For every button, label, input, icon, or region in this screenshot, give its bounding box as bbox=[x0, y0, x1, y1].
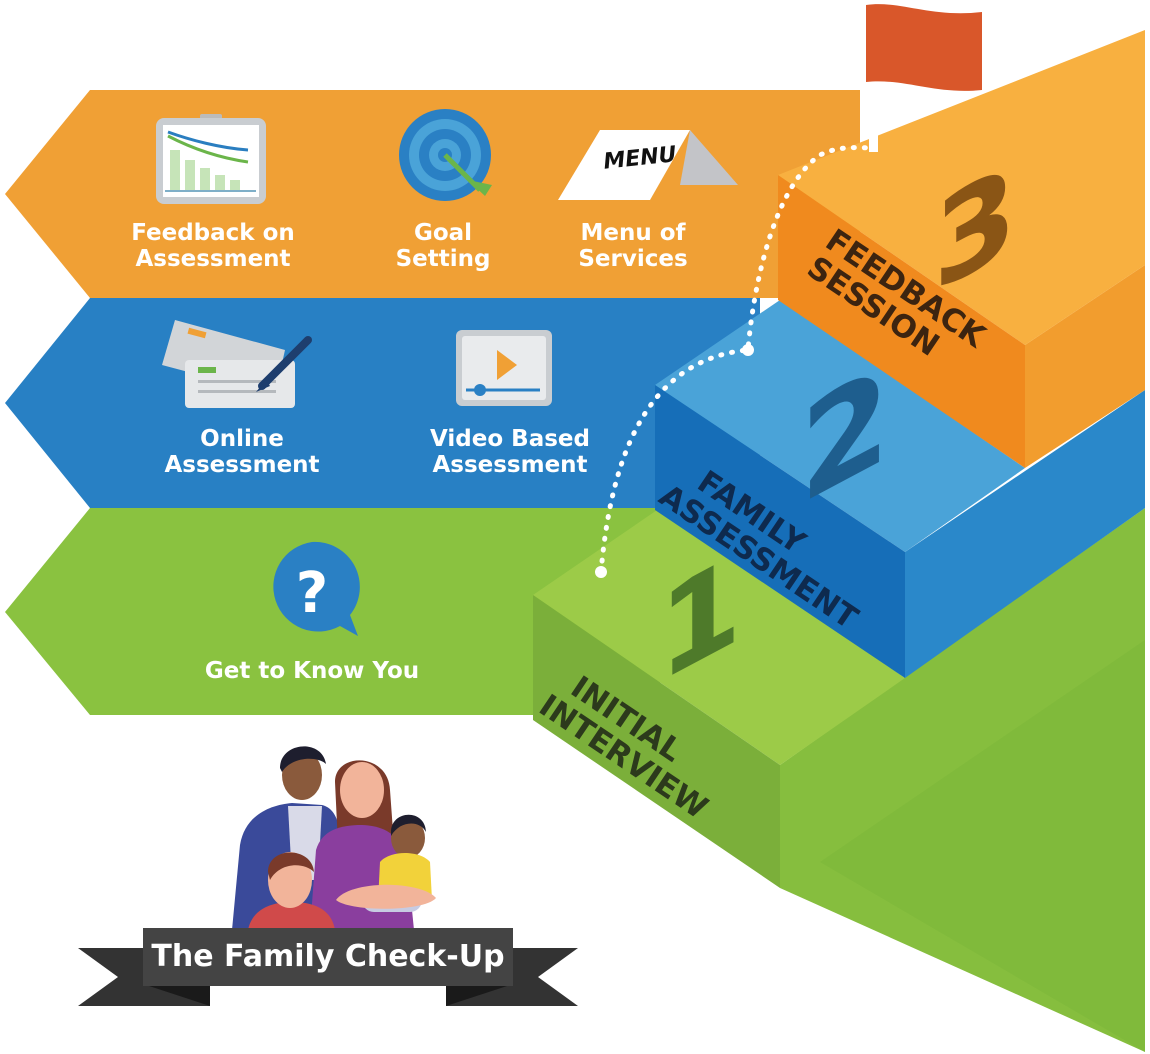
step-2-block-top bbox=[655, 300, 1025, 552]
title-banner bbox=[78, 928, 578, 1006]
step-3-block-side bbox=[1025, 265, 1145, 468]
step-1-block-front bbox=[533, 595, 780, 888]
step-1-block-shade bbox=[820, 640, 1145, 1052]
menu-of-services-label: Menu of Services bbox=[578, 220, 688, 272]
get-to-know-you-label: Get to Know You bbox=[204, 658, 420, 684]
online-assessment-label: Online Assessment bbox=[164, 426, 320, 478]
step-3-block-front bbox=[778, 175, 1025, 468]
svg-text:?: ? bbox=[296, 561, 328, 626]
dotted-progress-path bbox=[598, 145, 876, 575]
step-2-block-side bbox=[905, 390, 1145, 678]
target-icon bbox=[399, 109, 492, 201]
question-bubble-icon: ? bbox=[273, 541, 360, 636]
chart-icon bbox=[156, 114, 266, 204]
step-2-block-front bbox=[655, 385, 905, 678]
family-check-up-title: The Family Check-Up bbox=[151, 939, 505, 974]
form-pen-icon bbox=[162, 320, 312, 408]
menu-card-icon bbox=[558, 130, 738, 200]
flag-icon bbox=[866, 4, 982, 152]
video-based-assessment-label: Video Based Assessment bbox=[430, 426, 590, 478]
goal-setting-label: Goal Setting bbox=[395, 220, 491, 272]
family-illustration bbox=[232, 746, 436, 930]
step-3-block-top bbox=[778, 30, 1145, 345]
step-1-block-top bbox=[533, 508, 905, 765]
assessment-row-arrow bbox=[5, 298, 760, 508]
video-player-icon bbox=[456, 330, 552, 406]
feedback-on-assessment-label: Feedback on Assessment bbox=[131, 220, 295, 272]
